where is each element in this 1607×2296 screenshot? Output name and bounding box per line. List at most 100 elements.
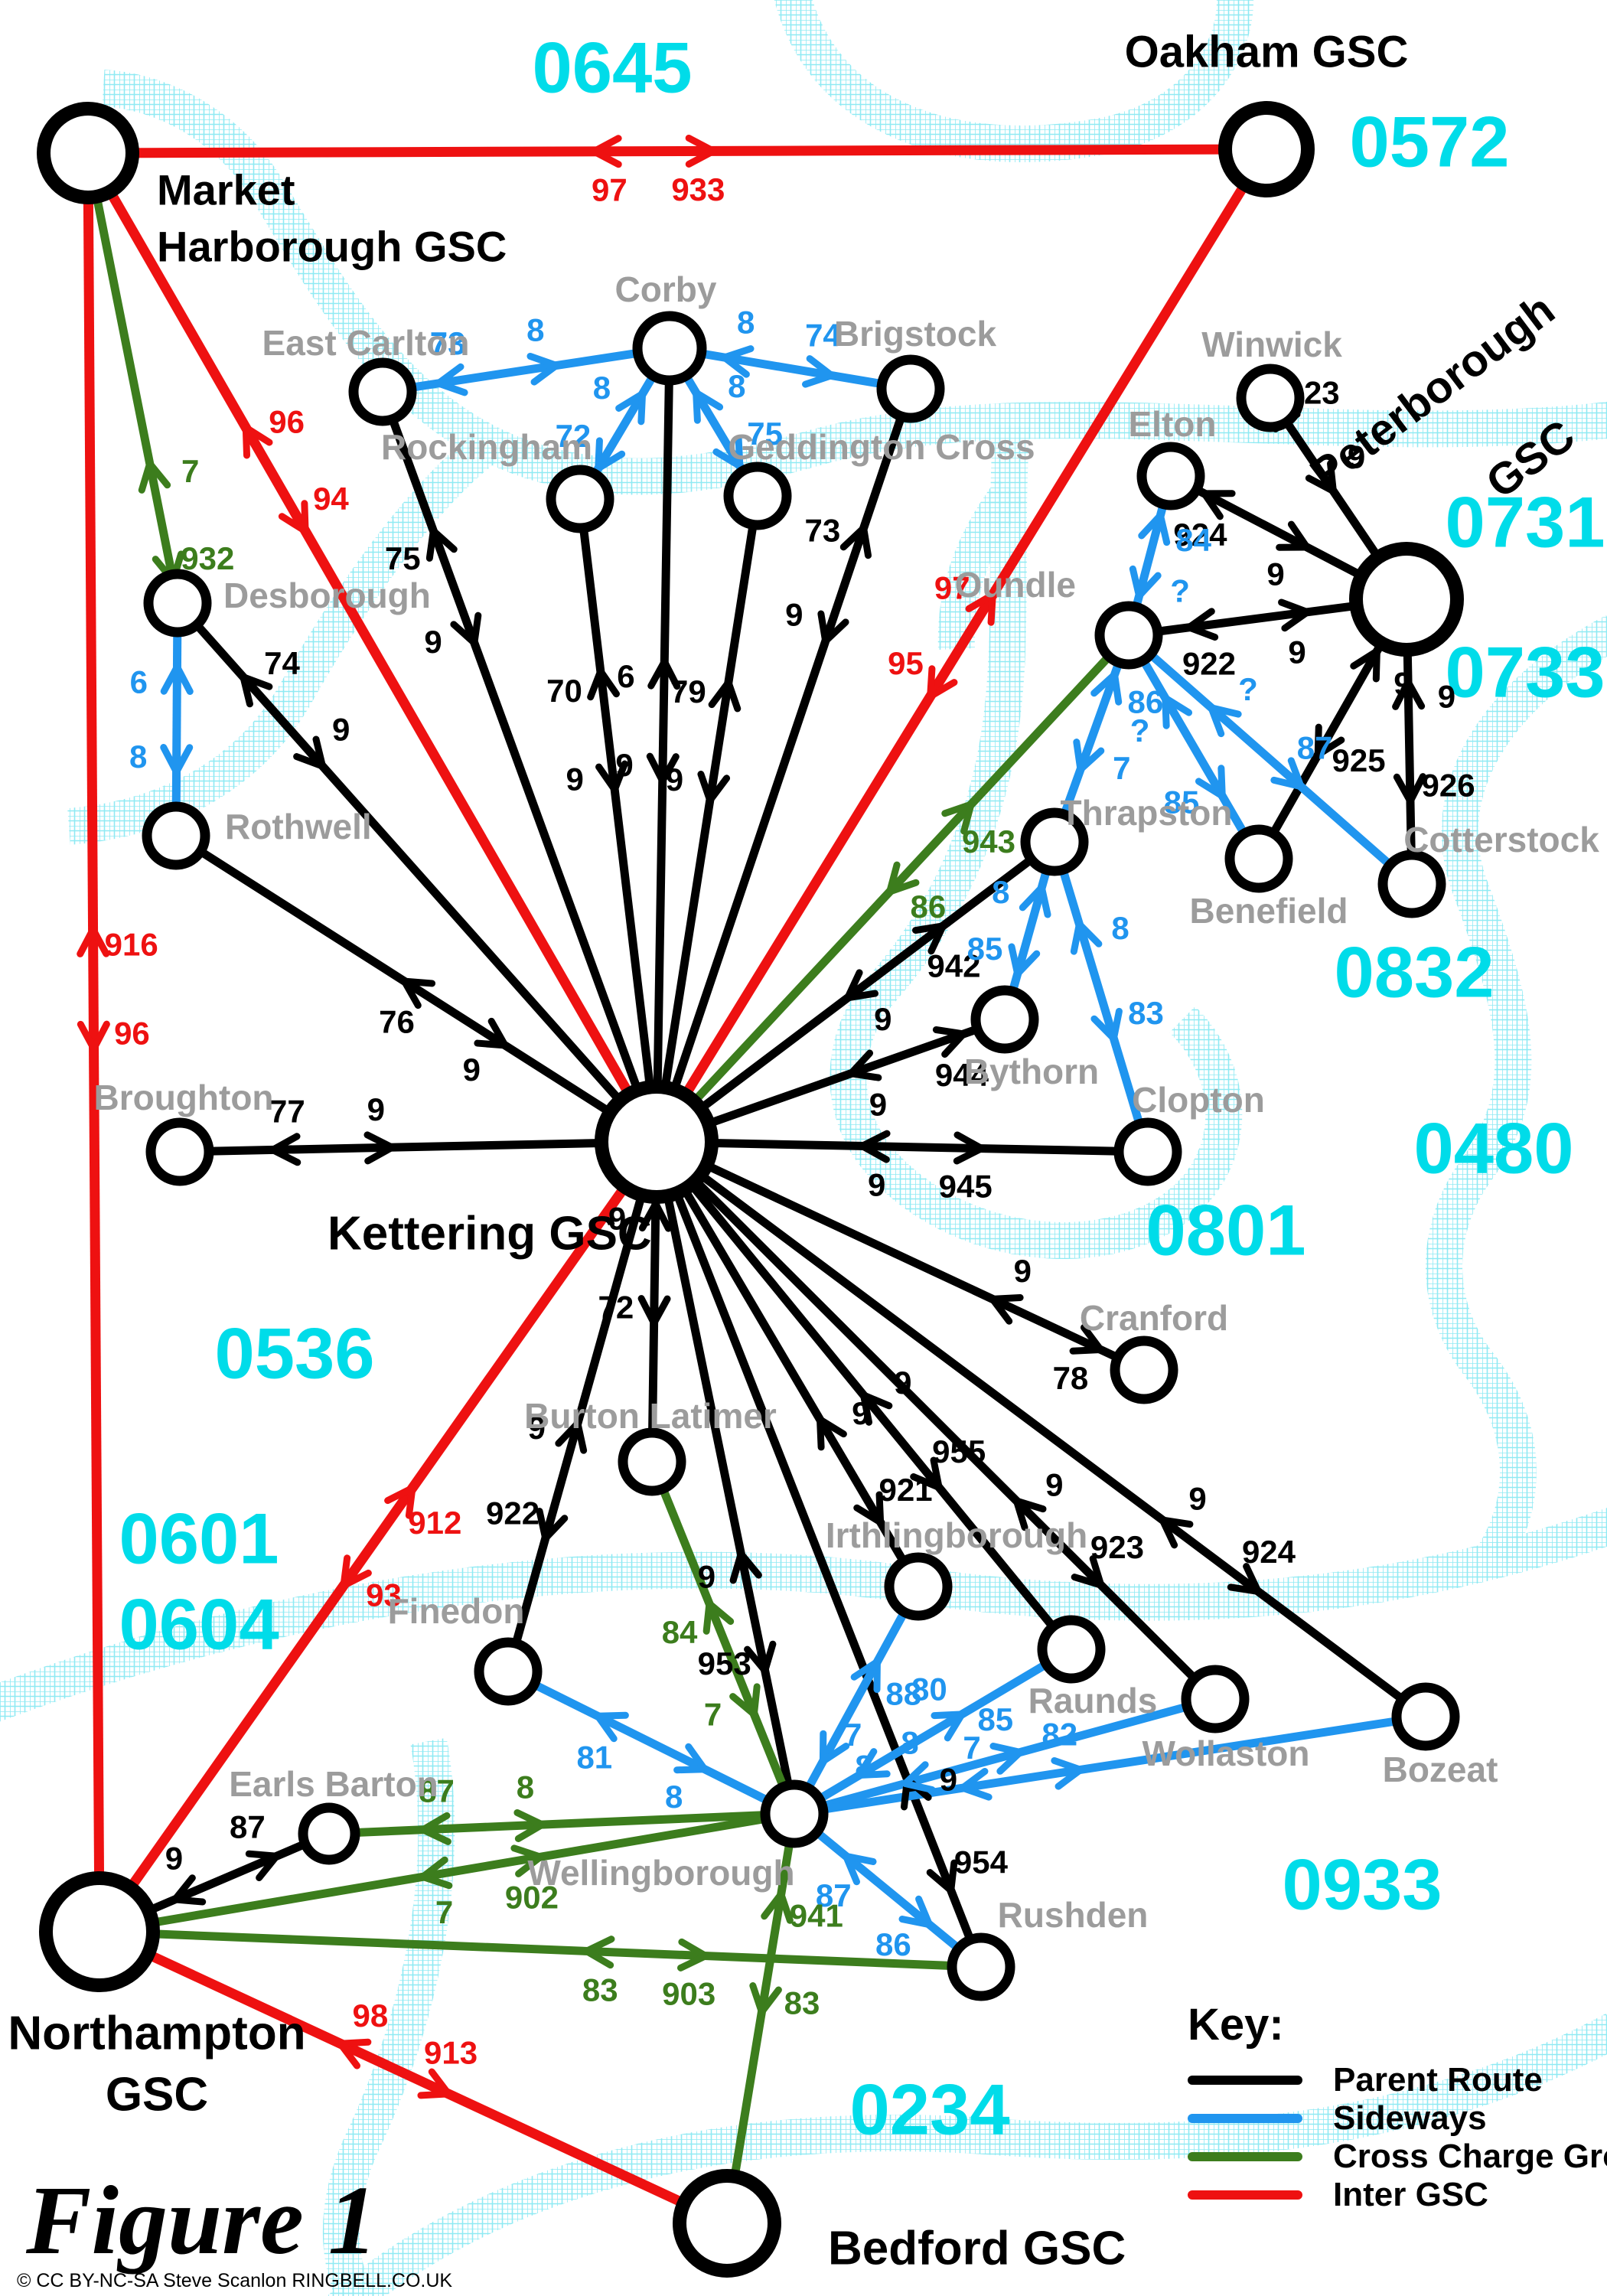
- route-label-thrapston-clopton-83: 83: [1128, 995, 1164, 1031]
- route-arrow-northampton-wellingborough-from: [419, 1856, 453, 1890]
- area-code-0480: 0480: [1413, 1108, 1573, 1189]
- route-arrow-thrapston-clopton-from: [1070, 921, 1103, 955]
- route-label-kettering-broughton-77: 77: [269, 1094, 305, 1130]
- route-arrow-northampton-earls-barton-from: [171, 1874, 207, 1906]
- route-label-kettering-bozeat-9: 9: [1188, 1480, 1206, 1516]
- river-ribbon-7: [322, 1737, 455, 2296]
- route-label-kettering-thrapston-9: 9: [874, 1001, 892, 1037]
- node-label-geddington-cross: Geddington Cross: [728, 427, 1035, 467]
- edge-oakham-kettering: [652, 146, 1271, 1145]
- edge-earls-barton-wellingborough: [328, 1809, 795, 1838]
- route-arrow-kettering-oundle-to: [941, 801, 975, 835]
- route-label-thrapston-clopton-8: 8: [1111, 910, 1129, 946]
- key-entry-inter_gsc: Inter GSC: [1188, 2176, 1607, 2214]
- route-label-kettering-irthlingborough-921: 921: [879, 1472, 933, 1508]
- route-label-kettering-cranford-78: 78: [1053, 1360, 1089, 1396]
- node-peterborough: [1349, 542, 1464, 657]
- area-code-0731: 0731: [1445, 482, 1605, 563]
- river-ribbon-6: [0, 1508, 1607, 1722]
- route-arrow-kettering-finedon-to: [536, 1508, 569, 1542]
- route-arrow-market-harborough-kettering-from: [242, 424, 273, 459]
- node-geddington-cross: [723, 461, 792, 530]
- node-bozeat: [1391, 1682, 1460, 1751]
- route-arrow-northampton-rushden-from: [582, 1936, 615, 1969]
- route-label-peterborough-benefield-9: 9: [1393, 665, 1411, 701]
- route-arrow-wellingborough-bozeat-to: [1051, 1756, 1084, 1790]
- route-label-oakham-kettering-95: 95: [888, 645, 924, 681]
- route-label-oundle-cotterstock-87: 87: [1297, 729, 1333, 765]
- key-label-cross_charge: Cross Charge Group: [1333, 2138, 1607, 2175]
- route-label-thrapston-bythorn-8: 8: [992, 874, 1009, 910]
- node-thrapston: [1020, 807, 1089, 876]
- route-label-wellingborough-wollaston-85: 85: [977, 1701, 1013, 1737]
- route-arrow-kettering-bozeat-from: [1159, 1516, 1194, 1549]
- route-label-kettering-desborough-74: 74: [264, 645, 300, 681]
- route-arrow-earls-barton-wellingborough-to: [513, 1808, 546, 1842]
- route-arrow-northampton-wellingborough-to: [510, 1844, 544, 1877]
- route-arrow-wellingborough-irthlingborough-to: [850, 1658, 881, 1694]
- route-arrow-kettering-wollaston-to: [1071, 1555, 1105, 1589]
- edge-wellingborough-bedford: [722, 1813, 799, 2224]
- route-arrow-corby-east-carlton-from: [526, 352, 560, 386]
- route-label-peterborough-benefield-925: 925: [1332, 742, 1386, 778]
- route-label-wellingborough-raunds-7: 7: [844, 1717, 862, 1753]
- area-code-0604: 0604: [119, 1584, 279, 1665]
- edge-kettering-northampton: [95, 1139, 661, 1935]
- route-label-wellingborough-bedford-83: 83: [784, 1985, 820, 2021]
- route-arrow-thrapston-clopton-to: [1090, 1007, 1123, 1042]
- edge-market-harborough-kettering: [83, 150, 661, 1145]
- route-label-kettering-geddington-cross-79: 79: [670, 673, 706, 709]
- route-arrow-peterborough-cotterstock-from: [1392, 678, 1426, 710]
- river-ribbon-5: [1426, 615, 1607, 1565]
- edge-market-harborough-desborough: [83, 152, 182, 605]
- edge-market-harborough-oakham: [87, 144, 1267, 158]
- route-label-kettering-finedon-922: 922: [486, 1495, 539, 1531]
- route-label-kettering-broughton-9: 9: [367, 1091, 385, 1127]
- edge-kettering-cranford: [654, 1138, 1146, 1374]
- route-label-peterborough-oundle-922: 922: [1182, 645, 1236, 681]
- route-label-kettering-east-carlton-75: 75: [385, 540, 421, 576]
- node-label-wollaston: Wollaston: [1143, 1733, 1310, 1773]
- route-arrow-wellingborough-bedford-from: [761, 1890, 794, 1924]
- route-arrow-kettering-wellingborough-from: [729, 1550, 762, 1584]
- route-arrow-kettering-east-carlton-from: [450, 612, 482, 647]
- node-benefield: [1224, 824, 1293, 893]
- node-label-thrapston: Thrapston: [1061, 793, 1233, 833]
- route-label-peterborough-elton-924: 924: [1173, 517, 1227, 553]
- key-label-sideways: Sideways: [1333, 2099, 1487, 2137]
- route-arrow-kettering-corby-to: [647, 657, 681, 690]
- area-code-0801: 0801: [1146, 1190, 1305, 1270]
- route-arrow-oundle-cotterstock-from: [1208, 704, 1242, 738]
- node-label-bythorn: Bythorn: [964, 1052, 1099, 1091]
- route-arrow-kettering-cranford-from: [989, 1294, 1024, 1325]
- route-arrow-kettering-brigstock-to: [839, 524, 872, 559]
- route-arrow-wellingborough-bozeat-from: [959, 1767, 993, 1801]
- route-label-corby-rockingham-8: 8: [593, 370, 611, 406]
- node-label-raunds: Raunds: [1028, 1681, 1158, 1720]
- route-label-oundle-thrapston-7: 7: [1113, 750, 1130, 786]
- route-label-kettering-corby-9: 9: [615, 747, 633, 783]
- area-code-0234: 0234: [849, 2069, 1009, 2150]
- node-earls-barton: [298, 1802, 360, 1865]
- route-arrow-kettering-wollaston-from: [1012, 1497, 1047, 1531]
- route-arrow-kettering-desborough-from: [293, 735, 327, 770]
- node-label-broughton: Broughton: [93, 1078, 273, 1117]
- area-code-0645: 0645: [532, 28, 692, 108]
- route-label-kettering-rothwell-9: 9: [463, 1052, 481, 1088]
- route-label-wellingborough-rushden-87: 87: [816, 1877, 852, 1913]
- route-label-kettering-raunds-955: 955: [932, 1433, 986, 1469]
- route-label-kettering-clopton-9: 9: [868, 1166, 885, 1202]
- route-label-northampton-earls-barton-87: 87: [230, 1809, 266, 1845]
- route-label-kettering-bythorn-9: 9: [869, 1087, 887, 1123]
- route-arrow-wellingborough-wollaston-from: [901, 1761, 936, 1793]
- route-arrow-market-harborough-kettering-to: [278, 500, 309, 535]
- route-arrow-corby-brigstock-to: [802, 355, 836, 388]
- route-label-kettering-raunds-9: 9: [894, 1365, 911, 1401]
- route-label-peterborough-cotterstock-9: 9: [1438, 679, 1455, 715]
- route-label-wellingborough-wollaston-8: 8: [901, 1725, 918, 1761]
- route-arrow-peterborough-oundle-to: [1185, 608, 1219, 641]
- route-label-kettering-thrapston-942: 942: [927, 947, 980, 983]
- node-brigstock: [876, 354, 945, 423]
